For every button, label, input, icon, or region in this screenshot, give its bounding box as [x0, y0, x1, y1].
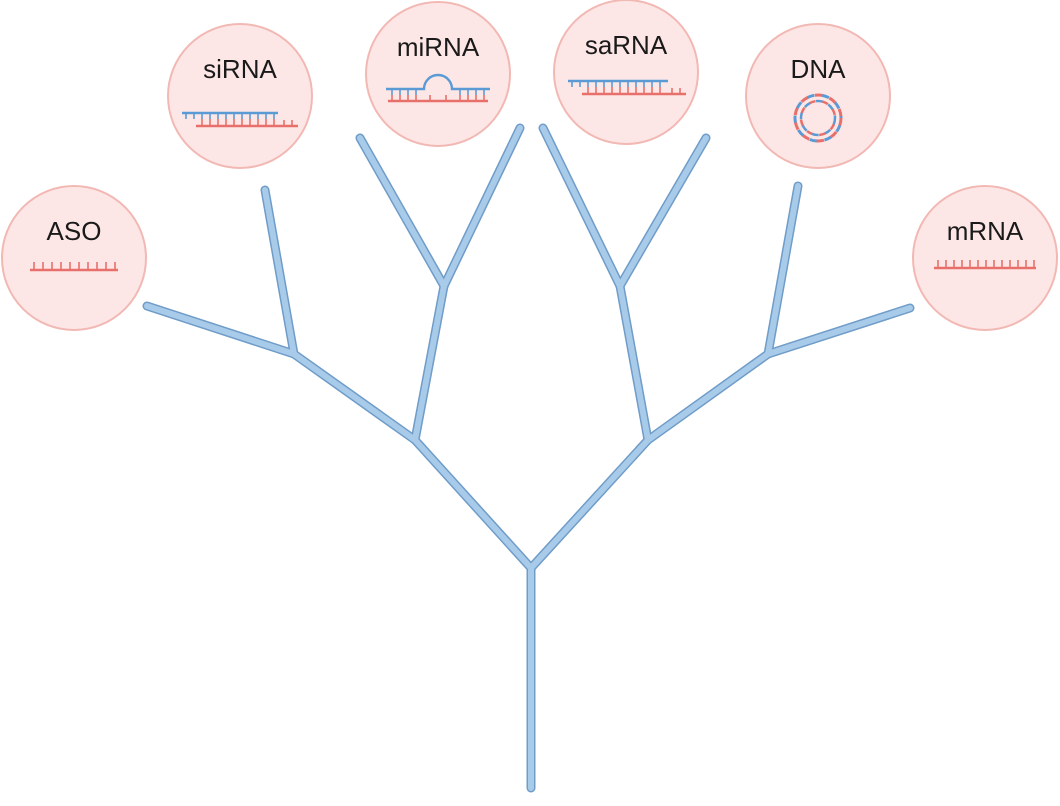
node-sarna-circle	[553, 0, 699, 145]
node-aso-circle	[1, 185, 147, 331]
single-strand-icon	[934, 260, 1036, 270]
double-strand-icon	[182, 111, 298, 128]
node-sirna-circle	[167, 23, 313, 169]
node-dna-label: DNA	[791, 54, 847, 84]
node-aso-label: ASO	[47, 216, 102, 246]
node-sirna: siRNA	[167, 23, 313, 169]
single-strand-icon	[30, 262, 118, 272]
node-dna: DNA	[745, 23, 891, 169]
tree-branches	[142, 123, 915, 793]
node-aso: ASO	[1, 185, 147, 331]
node-mirna: miRNA	[365, 1, 511, 147]
node-mrna: mRNA	[912, 185, 1058, 331]
bulge-strand-icon	[386, 73, 490, 103]
node-mirna-label: miRNA	[397, 32, 480, 62]
plasmid-icon	[793, 93, 843, 143]
double-strand-icon	[568, 79, 686, 96]
node-sirna-label: siRNA	[203, 54, 277, 84]
node-sarna: saRNA	[553, 0, 699, 145]
node-mrna-circle	[912, 185, 1058, 331]
node-mrna-label: mRNA	[947, 216, 1024, 246]
node-sarna-label: saRNA	[585, 30, 668, 60]
